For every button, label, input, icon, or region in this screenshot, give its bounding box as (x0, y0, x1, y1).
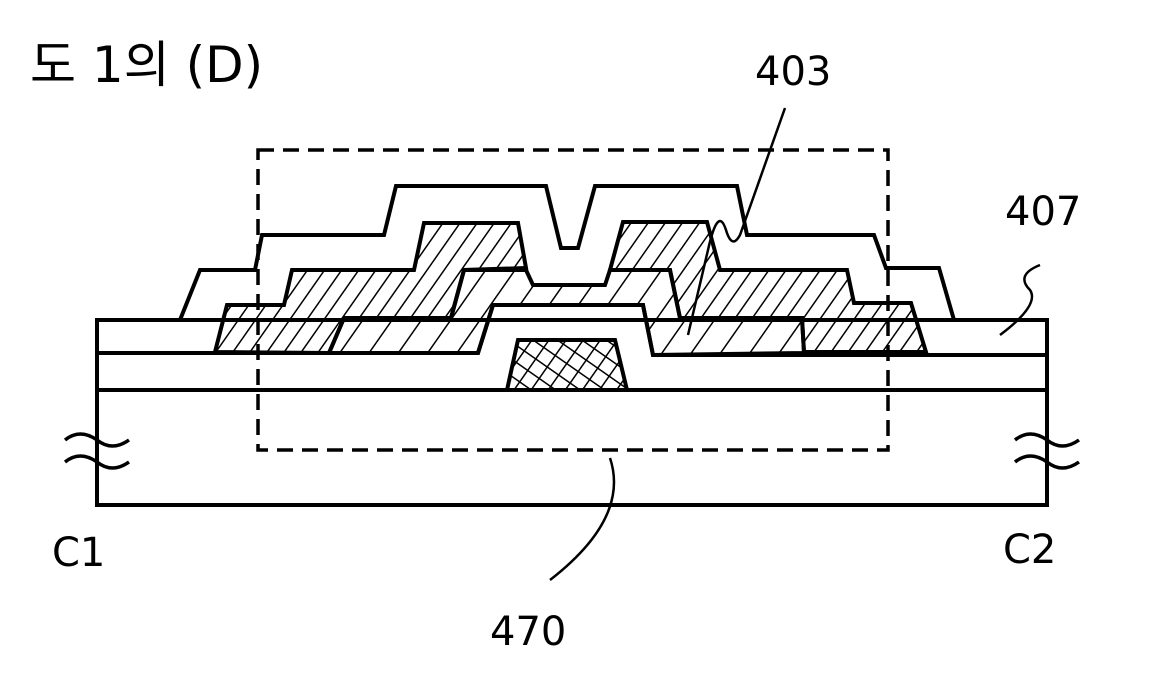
label-403: 403 (755, 52, 831, 92)
label-407: 407 (1005, 192, 1081, 232)
label-c2: C2 (1003, 530, 1056, 570)
label-c1: C1 (52, 533, 105, 573)
gate-electrode (507, 340, 627, 390)
label-470: 470 (490, 612, 566, 652)
figure-title: 도 1의 (D) (30, 40, 263, 90)
